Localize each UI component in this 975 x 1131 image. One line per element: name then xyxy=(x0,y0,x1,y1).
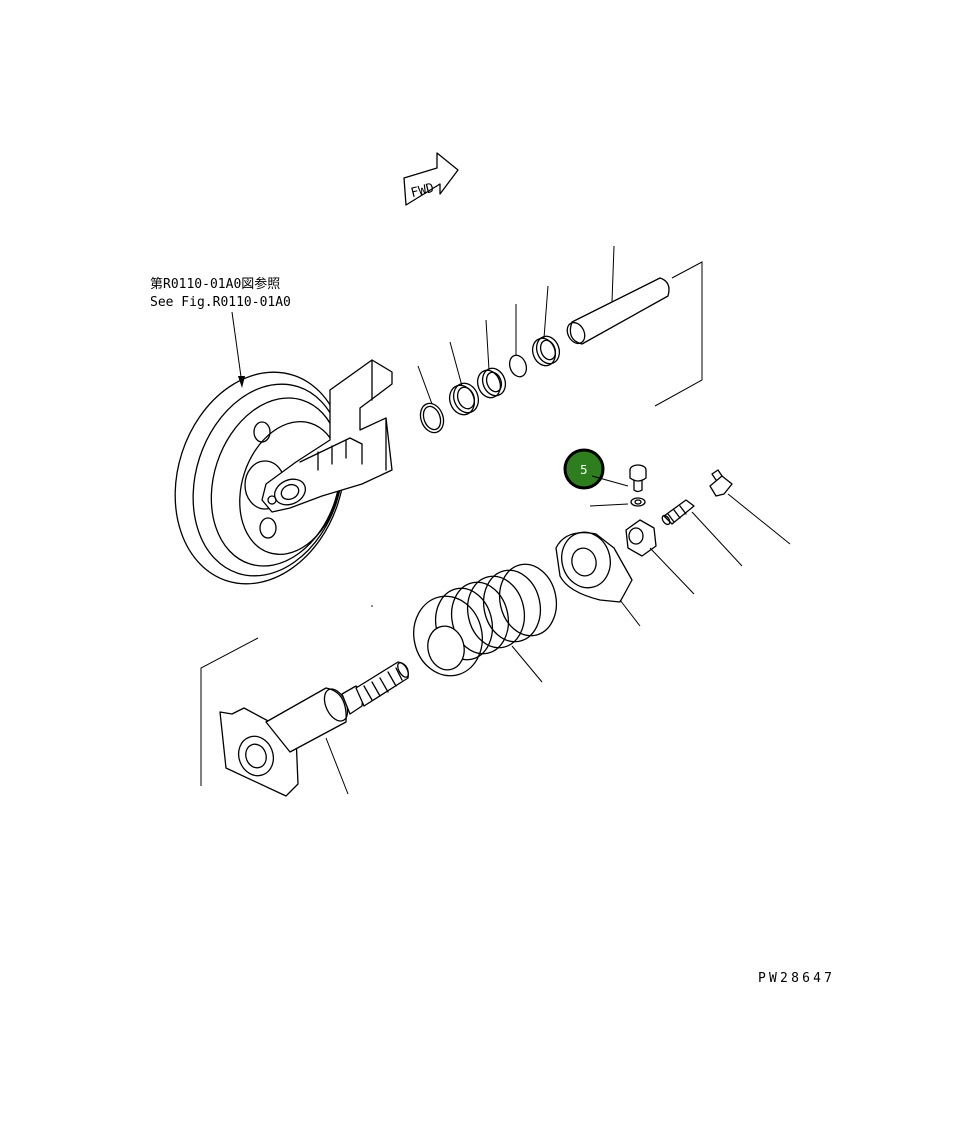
grease-fitting xyxy=(661,499,743,567)
callout-badge-5[interactable]: 5 xyxy=(563,448,605,490)
callout-number: 5 xyxy=(580,463,588,477)
reference-text-en: See Fig.R0110-01A0 xyxy=(150,295,291,310)
stray-mark xyxy=(371,605,373,607)
reference-text-jp: 第R0110-01A0図参照 xyxy=(150,276,280,292)
spring-holder xyxy=(555,531,641,627)
fwd-label: FWD xyxy=(409,181,436,201)
ring-2 xyxy=(531,285,561,367)
idler-wheel xyxy=(174,359,393,585)
ring-1 xyxy=(448,341,480,416)
drawing-id: PW28647 xyxy=(758,971,835,986)
recoil-spring xyxy=(413,563,558,683)
snap-ring xyxy=(417,365,445,434)
reference-leader xyxy=(231,311,243,385)
bushing xyxy=(476,319,507,399)
callout-circle xyxy=(565,450,603,488)
bolt xyxy=(629,464,647,493)
nut xyxy=(625,519,695,595)
shaft xyxy=(566,245,703,407)
callout-leader xyxy=(591,475,629,487)
reference-arrowhead xyxy=(238,376,245,388)
fwd-arrow-icon: FWD xyxy=(403,152,459,206)
o-ring xyxy=(508,304,528,378)
cylinder-assembly xyxy=(200,637,409,797)
elbow-fitting xyxy=(709,469,791,545)
washer xyxy=(589,497,646,507)
